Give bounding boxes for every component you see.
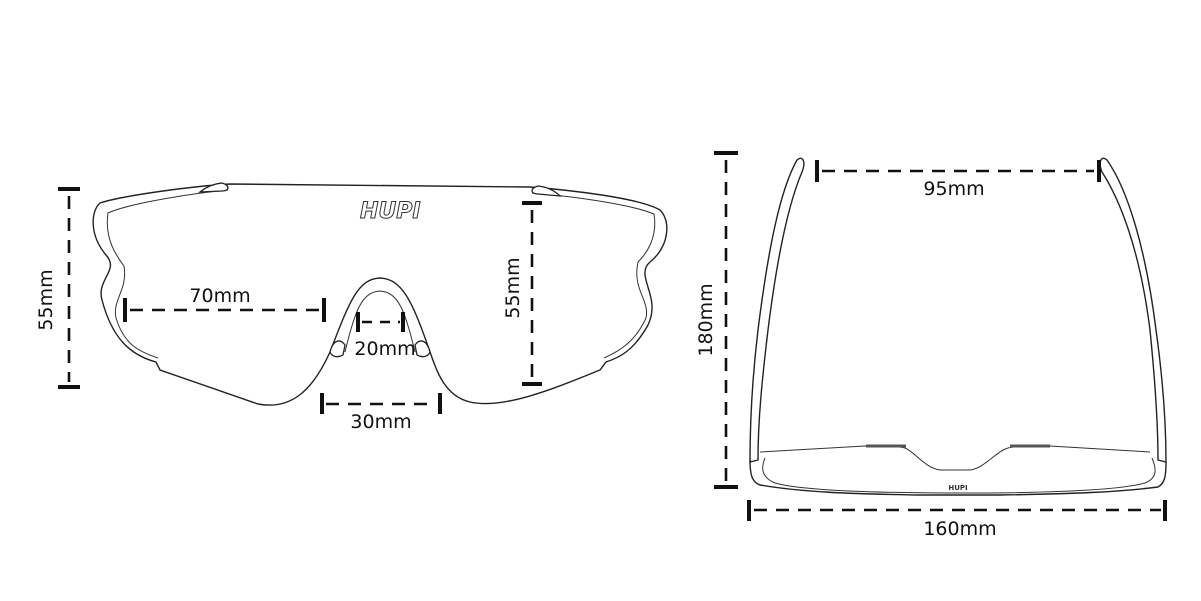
dimension-nose-base: 30mm: [320, 393, 442, 433]
front-view: HUPI 55mm 70mm 20mm 30mm: [35, 182, 668, 433]
dimension-nose-bridge: 20mm: [354, 312, 416, 360]
front-frame-outline: [92, 183, 668, 406]
brand-logo: HUPI: [360, 199, 421, 224]
dimension-label: 95mm: [923, 178, 984, 200]
right-temple-arm: [1099, 157, 1167, 463]
front-frame-top: [749, 459, 1167, 496]
dimension-label: 180mm: [695, 283, 717, 356]
dimension-label: 160mm: [923, 518, 996, 540]
dimension-label: 55mm: [502, 257, 524, 318]
right-temple-inner-line: [531, 192, 656, 359]
left-temple-inner-line: [106, 189, 229, 359]
dimension-total-width: 160mm: [747, 500, 1167, 540]
nose-pad-right: [414, 340, 431, 358]
nose-pad-inner: [344, 290, 416, 353]
dimension-label: 55mm: [35, 269, 57, 330]
dimension-height-right: 55mm: [502, 201, 542, 386]
dimension-height-left: 55mm: [35, 187, 80, 389]
right-temple-tip: [531, 185, 562, 197]
dimension-length: 180mm: [695, 151, 738, 489]
dimension-label: 30mm: [350, 411, 411, 433]
dimension-label: 20mm: [354, 338, 415, 360]
left-temple-arm: [749, 157, 805, 463]
lens-top-view: [762, 457, 1156, 494]
top-view: HUPI 180mm 95mm 160mm: [695, 151, 1167, 540]
dimension-temple-gap: 95mm: [815, 160, 1101, 200]
left-temple-tip: [198, 182, 229, 193]
front-frame-brow: [759, 445, 1151, 471]
dimension-lens-width: 70mm: [123, 285, 326, 322]
dimension-label: 70mm: [189, 285, 250, 307]
nose-pad-left: [329, 340, 346, 358]
brand-logo-small: HUPI: [948, 484, 967, 492]
